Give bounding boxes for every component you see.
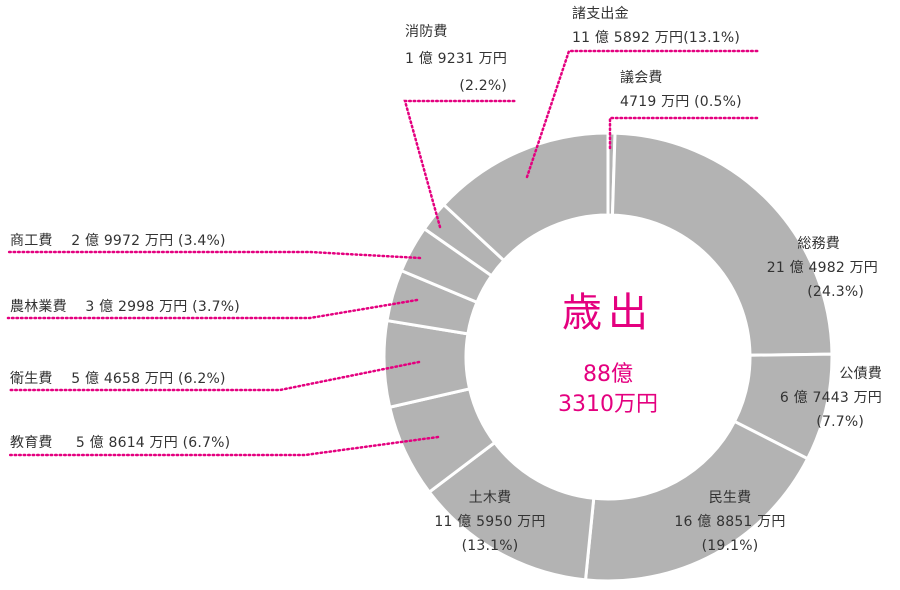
leader-eisei bbox=[6, 360, 421, 392]
chart-title: 歳出 bbox=[562, 290, 654, 336]
label-doboku: 土木費 11 億 5950 万円 (13.1%) bbox=[415, 486, 565, 558]
label-kyoiku: 教育費 5 億 8614 万円 (6.7%) bbox=[10, 435, 231, 451]
slice-amount: 11 億 5950 万円 bbox=[434, 514, 546, 530]
total-line-1: 88億 bbox=[583, 362, 633, 387]
slice-name: 消防費 bbox=[405, 24, 448, 40]
leader-kyoiku bbox=[6, 435, 440, 457]
leader-shoshishutsu bbox=[525, 49, 762, 179]
slice-percent: (7.7%) bbox=[816, 414, 864, 430]
slice-percent: (19.1%) bbox=[701, 538, 759, 554]
label-shoko: 商工費 2 億 9972 万円 (3.4%) bbox=[10, 233, 226, 249]
slice-name: 議会費 bbox=[620, 70, 663, 86]
label-shoshishutsu: 諸支出金 11 億 5892 万円(13.1%) bbox=[572, 2, 740, 50]
slice-name: 諸支出金 bbox=[572, 6, 629, 22]
leader-shobo bbox=[403, 99, 517, 229]
donut-slice-1 bbox=[610, 131, 834, 357]
slice-amount: 16 億 8851 万円 bbox=[674, 514, 786, 530]
slice-amount: 21 億 4982 万円 bbox=[766, 260, 878, 276]
slice-amount: 1 億 9231 万円 bbox=[405, 51, 508, 67]
slice-percent: (24.3%) bbox=[807, 284, 864, 300]
slice-name: 公債費 bbox=[839, 366, 882, 382]
leader-gikai bbox=[608, 116, 762, 150]
label-eisei: 衛生費 5 億 4658 万円 (6.2%) bbox=[10, 371, 226, 387]
slice-name: 土木費 bbox=[468, 490, 512, 506]
label-somu: 総務費 21 億 4982 万円 (24.3%) bbox=[767, 232, 878, 304]
slice-percent: (2.2%) bbox=[459, 78, 508, 94]
donut-slice-10 bbox=[441, 131, 610, 263]
slice-value: 4719 万円 (0.5%) bbox=[620, 94, 742, 110]
label-gikai: 議会費 4719 万円 (0.5%) bbox=[620, 66, 742, 114]
slice-percent: (13.1%) bbox=[461, 538, 519, 554]
label-minsei: 民生費 16 億 8851 万円 (19.1%) bbox=[655, 486, 805, 558]
total-line-2: 3310万円 bbox=[558, 392, 658, 417]
slice-amount: 6 億 7443 万円 bbox=[779, 390, 882, 406]
leader-shoko bbox=[6, 250, 422, 260]
label-kousai: 公債費 6 億 7443 万円 (7.7%) bbox=[780, 362, 882, 434]
slice-name: 民生費 bbox=[708, 490, 752, 506]
slice-value: 11 億 5892 万円(13.1%) bbox=[572, 30, 741, 46]
slice-name: 総務費 bbox=[797, 236, 840, 252]
label-norin: 農林業費 3 億 2998 万円 (3.7%) bbox=[10, 299, 240, 315]
chart-total: 88億 3310万円 bbox=[508, 360, 708, 420]
leader-norin bbox=[6, 298, 419, 320]
label-shobo: 消防費 1 億 9231 万円 (2.2%) bbox=[405, 20, 507, 98]
